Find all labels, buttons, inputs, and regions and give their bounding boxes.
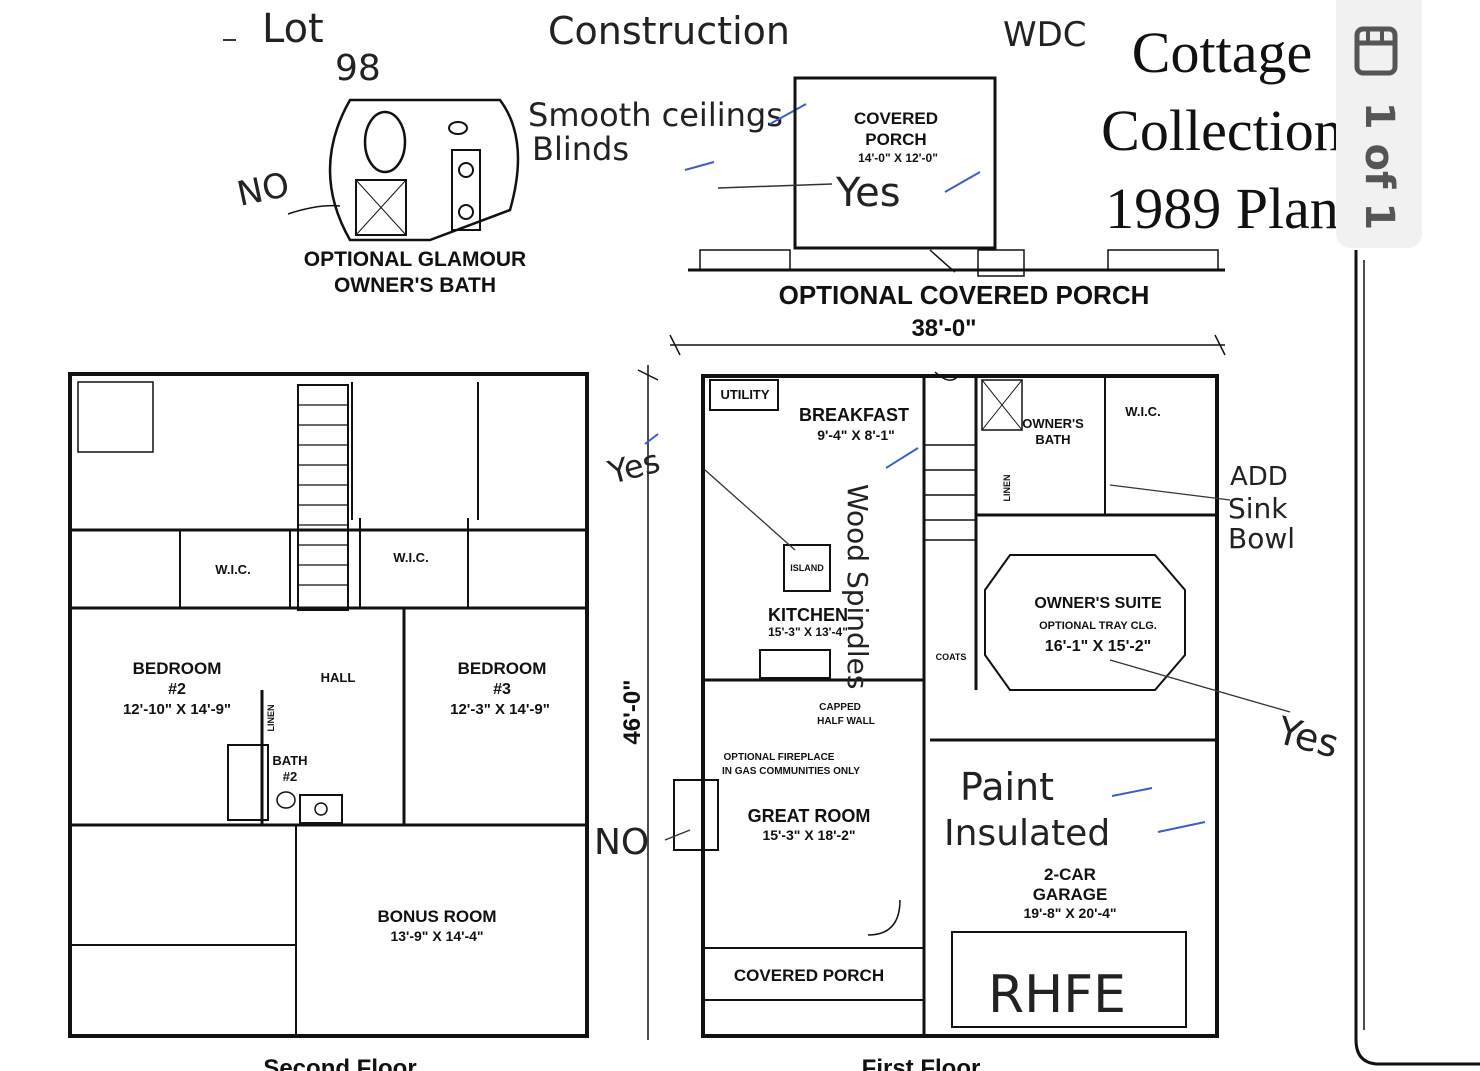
plan-title-line3: 1989 Plan	[1105, 176, 1339, 241]
owners-bath-label-2: BATH	[1035, 432, 1070, 447]
garage-label: 2-CAR	[1044, 865, 1096, 884]
handwritten-add: ADD	[1230, 462, 1288, 492]
kitchen-label: KITCHEN	[768, 605, 848, 625]
width-dimension: 38'-0"	[911, 315, 976, 342]
bedroom2-size: 12'-10" X 14'-9"	[123, 701, 231, 718]
page-counter-text: 1 of 1	[1356, 101, 1402, 231]
plan-title-line2: Collection	[1101, 98, 1343, 163]
depth-dimension: 46'-0"	[619, 679, 646, 744]
porch-room-2: PORCH	[865, 130, 926, 149]
handwritten-insulated: Insulated	[944, 813, 1110, 854]
bath2-label: BATH	[272, 753, 307, 768]
first-covered-porch-label: COVERED PORCH	[734, 966, 884, 985]
great-room-size: 15'-3" X 18'-2"	[762, 827, 855, 843]
bonus-room-size: 13'-9" X 14'-4"	[390, 928, 483, 944]
owners-suite-label: OWNER'S SUITE	[1034, 595, 1162, 612]
handwritten-wdc: WDC	[1003, 15, 1087, 55]
fireplace-label-2: IN GAS COMMUNITIES ONLY	[722, 766, 860, 777]
handwritten-rhfe: RHFE	[988, 965, 1126, 1025]
handwritten-sink: Sink	[1228, 492, 1288, 525]
handwritten-lot: Lot	[262, 6, 324, 52]
page-counter: 1 of 1	[1344, 96, 1414, 236]
bonus-room-label: BONUS ROOM	[378, 907, 497, 926]
first-linen-label: LINEN	[1002, 475, 1012, 502]
wic-left-label: W.I.C.	[215, 562, 250, 577]
garage-size: 19'-8" X 20'-4"	[1023, 905, 1116, 921]
plan-title-line1: Cottage	[1132, 20, 1312, 85]
great-room-label: GREAT ROOM	[748, 806, 871, 826]
page-indicator[interactable]: 1 of 1	[1336, 0, 1422, 248]
island-label: ISLAND	[790, 563, 824, 573]
tray-ceiling-label: OPTIONAL TRAY CLG.	[1039, 620, 1157, 632]
half-wall-label: HALF WALL	[817, 716, 875, 727]
optional-glamour-bath	[287, 98, 520, 242]
porch-room: COVERED	[854, 109, 938, 128]
bedroom2-label: BEDROOM	[133, 659, 222, 678]
handwritten-yes-island: Yes	[603, 442, 664, 492]
page-border	[1354, 250, 1480, 1066]
garage-label-2: GARAGE	[1033, 885, 1108, 904]
second-floor-label: Second Floor	[263, 1055, 416, 1071]
handwritten-smooth-ceilings: Smooth ceilings	[528, 96, 783, 134]
capped-label: CAPPED	[819, 702, 861, 713]
second-linen-label: LINEN	[266, 705, 276, 732]
handwritten-blinds: Blinds	[532, 130, 629, 168]
owners-suite-size: 16'-1" X 15'-2"	[1045, 638, 1151, 655]
optional-covered-porch	[688, 76, 1225, 277]
handwritten-paint: Paint	[960, 765, 1054, 809]
utility-label: UTILITY	[720, 387, 769, 402]
fireplace-label-1: OPTIONAL FIREPLACE	[724, 752, 835, 763]
handwritten-bowl: Bowl	[1228, 522, 1295, 555]
first-floor-plan	[664, 371, 1291, 1038]
second-floor-plan	[68, 372, 589, 1038]
handwritten-yes-suite: Yes	[1272, 708, 1344, 767]
breakfast-label: BREAKFAST	[799, 405, 909, 425]
gallery-icon[interactable]	[1354, 26, 1398, 76]
handwritten-lot-number: 98	[335, 48, 381, 89]
handwritten-yes-porch: Yes	[835, 170, 901, 216]
bedroom2-number: #2	[168, 681, 186, 698]
hall-label: HALL	[321, 670, 356, 685]
handwritten-no-glamour: NO	[234, 165, 293, 215]
wic-right-label: W.I.C.	[393, 550, 428, 565]
owners-bath-label: OWNER'S	[1022, 416, 1084, 431]
bath2-number: #2	[283, 769, 297, 784]
handwritten-construction: Construction	[548, 9, 790, 53]
kitchen-size: 15'-3" X 13'-4"	[768, 625, 848, 639]
bedroom3-number: #3	[493, 681, 511, 698]
porch-size: 14'-0" X 12'-0"	[858, 151, 938, 165]
glamour-caption-1: OPTIONAL GLAMOUR	[304, 248, 526, 271]
optional-porch-caption: OPTIONAL COVERED PORCH	[779, 280, 1150, 310]
first-wic-label: W.I.C.	[1125, 404, 1160, 419]
handwritten-wood-spindles: Wood Spindles	[841, 484, 874, 689]
glamour-caption-2: OWNER'S BATH	[334, 274, 496, 297]
coats-label: COATS	[936, 652, 967, 662]
first-floor-label: First Floor	[862, 1055, 981, 1071]
bedroom3-size: 12'-3" X 14'-9"	[450, 701, 550, 718]
handwritten-no-fireplace: NO	[594, 822, 649, 863]
bedroom3-label: BEDROOM	[458, 659, 547, 678]
breakfast-size: 9'-4" X 8'-1"	[817, 427, 895, 443]
